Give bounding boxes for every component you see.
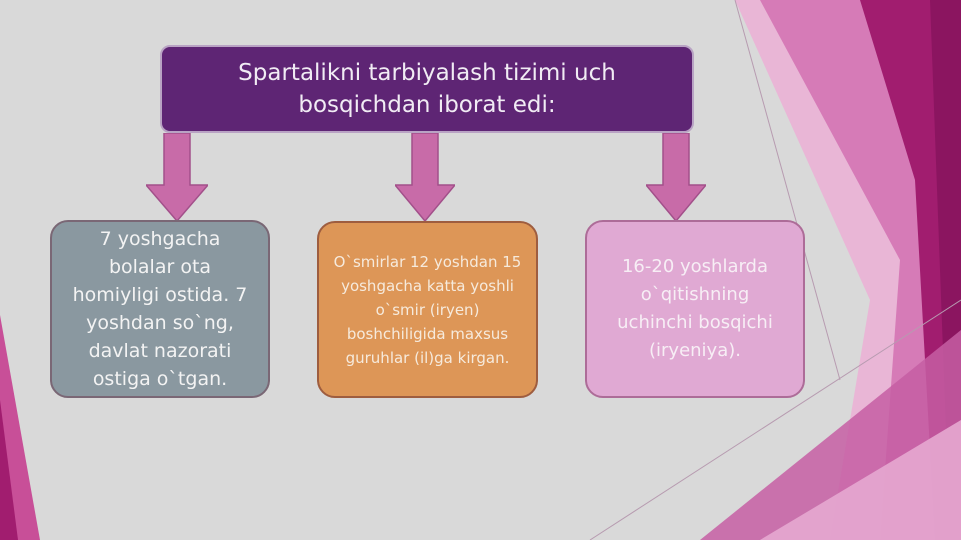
diagram-title: Spartalikni tarbiyalash tizimi uch bosqi…	[160, 45, 694, 133]
arrow-down-icon-left	[146, 133, 208, 221]
stage-3-text: 16-20 yoshlarda o`qitishning uchinchi bo…	[617, 256, 773, 361]
diagram-title-text: Spartalikni tarbiyalash tizimi uch bosqi…	[238, 60, 616, 118]
stage-box-3: 16-20 yoshlarda o`qitishning uchinchi bo…	[585, 220, 805, 398]
stage-2-text: O`smirlar 12 yoshdan 15 yoshgacha katta …	[333, 252, 522, 367]
stage-1-text: 7 yoshgacha bolalar ota homiyligi ostida…	[72, 228, 248, 390]
stage-box-2: O`smirlar 12 yoshdan 15 yoshgacha katta …	[317, 221, 538, 398]
arrow-down-icon-right	[646, 133, 706, 221]
stage-box-1: 7 yoshgacha bolalar ota homiyligi ostida…	[50, 220, 270, 398]
arrow-down-icon-center	[395, 133, 455, 221]
